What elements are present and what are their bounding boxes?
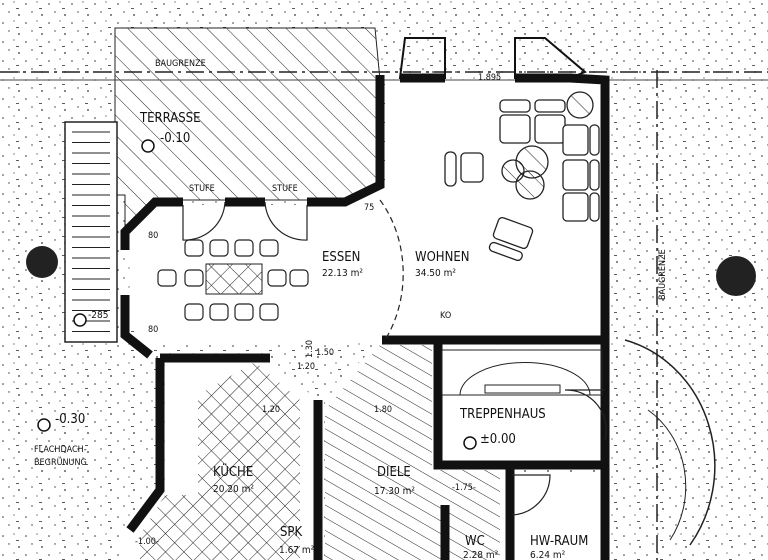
- dim-75: 75: [364, 203, 374, 213]
- diele-hatch: [325, 345, 500, 560]
- label-flachdach: FLACHDACH-: [34, 445, 87, 455]
- level-treppenhaus: ±0.00: [480, 432, 516, 447]
- dim-175: -1.75-: [452, 483, 476, 493]
- door-stufe-2[interactable]: [264, 201, 308, 241]
- level-marker-icon: [37, 139, 477, 450]
- dining-chair: [209, 239, 229, 257]
- hw-raum-area: [512, 472, 605, 560]
- level-stair: -285: [88, 310, 108, 321]
- dining-chair: [184, 303, 204, 321]
- dim-120-a: 1.20: [297, 362, 315, 372]
- area-essen: 22.13 m²: [322, 268, 363, 279]
- bay-window-top: [398, 37, 446, 79]
- dining-chair: [267, 269, 287, 287]
- sofa-group: [444, 99, 600, 262]
- door-hw-raum[interactable]: [511, 474, 551, 516]
- area-wohnen: 34.50 m²: [415, 268, 456, 279]
- dim-top-125: 1.25: [428, 73, 446, 83]
- tree-right: [716, 256, 756, 296]
- level-flachdach: -0.30: [55, 412, 85, 427]
- kueche-hatch: [140, 362, 300, 560]
- dining-chair: [184, 239, 204, 257]
- area-diele: 17.30 m²: [374, 486, 415, 497]
- plants: [501, 91, 594, 200]
- dim-top-100: 1.00: [535, 73, 553, 83]
- label-baugrenze-top: BAUGRENZE: [155, 59, 206, 69]
- label-diele: DIELE: [377, 465, 411, 480]
- spiral-stair: [624, 339, 716, 546]
- dining-chair: [184, 269, 204, 287]
- dining-chairs: [157, 239, 309, 321]
- label-treppenhaus: TREPPENHAUS: [459, 407, 546, 422]
- dim-120-b: 1.20: [262, 405, 280, 415]
- label-stufe-1: STUFE: [189, 184, 215, 194]
- label-essen: ESSEN: [322, 250, 360, 265]
- dining-chair: [209, 303, 229, 321]
- dining-table: [205, 263, 263, 295]
- dim-80-top: 80: [148, 231, 158, 241]
- label-begruenung: BEGRÜNUNG: [34, 457, 87, 468]
- area-kueche: 20.20 m²: [213, 484, 254, 495]
- label-wc: WC: [465, 534, 485, 549]
- dining-chair: [234, 239, 254, 257]
- treppenhaus-stair: [441, 349, 603, 396]
- area-spk: 1.67 m²: [279, 545, 315, 556]
- door-treppenhaus[interactable]: [564, 389, 607, 441]
- dim-150: 1.50: [316, 348, 334, 358]
- dining-chair: [259, 239, 279, 257]
- tree-left: [26, 246, 58, 278]
- label-hw-raum: HW-RAUM: [530, 534, 588, 549]
- dining-chair: [289, 269, 309, 287]
- bay-window-top-right: [514, 37, 587, 79]
- label-stufe-2: STUFE: [272, 184, 298, 194]
- dim-180: 1.80: [374, 405, 392, 415]
- dining-chair: [157, 269, 177, 287]
- dining-chair: [259, 303, 279, 321]
- area-hw-raum: 6.24 m²: [530, 550, 566, 560]
- label-wohnen: WOHNEN: [415, 250, 469, 265]
- level-terrasse: -0.10: [160, 131, 190, 146]
- door-stufe-1[interactable]: [182, 201, 226, 241]
- label-spk: SPK: [280, 525, 302, 540]
- spiral-stair-inner: [647, 409, 687, 541]
- label-baugrenze-right: BAUGRENZE: [658, 249, 668, 300]
- essen-wohnen-arc: [379, 199, 404, 341]
- label-kueche: KÜCHE: [213, 463, 253, 480]
- label-ko: KO: [440, 311, 451, 321]
- dim-130: 1.30: [305, 340, 315, 358]
- area-wc: 2.28 m²: [463, 550, 499, 560]
- dim-top-1895: 1.895: [478, 73, 501, 83]
- dining-chair: [234, 303, 254, 321]
- outdoor-stair-treads: [72, 131, 110, 332]
- dim-100: -1.00-: [135, 537, 159, 547]
- walls: [120, 73, 610, 560]
- label-terrasse: TERRASSE: [139, 111, 201, 126]
- outdoor-stair: [64, 121, 118, 343]
- dim-80-bottom: 80: [148, 325, 158, 335]
